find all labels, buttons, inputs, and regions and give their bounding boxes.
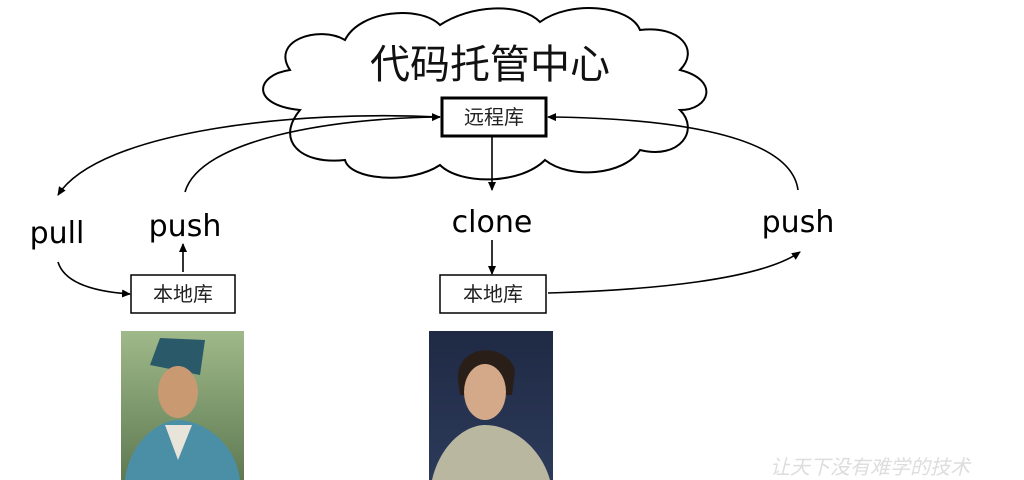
remote-repo-label: 远程库 — [464, 105, 524, 129]
pull-to-local-arrow — [57, 261, 131, 298]
right-user-photo — [429, 331, 553, 480]
push-left-label: push — [149, 209, 222, 244]
left-local-repo-box[interactable] — [130, 274, 236, 314]
push-left-arrow — [184, 113, 441, 193]
left-user-photo — [121, 331, 244, 480]
right-local-repo-label: 本地库 — [463, 282, 523, 306]
local-to-push-right-arrow — [547, 251, 801, 294]
cloud-title: 代码托管中心 — [370, 42, 610, 88]
remote-repo-box[interactable] — [440, 96, 548, 138]
clone-label: clone — [452, 205, 533, 240]
right-local-repo-box[interactable] — [439, 274, 547, 314]
push-right-label: push — [762, 205, 835, 240]
left-local-repo-label: 本地库 — [153, 282, 213, 306]
watermark: 让天下没有难学的技术 — [770, 455, 972, 479]
cloud-shape — [262, 7, 708, 181]
pull-label: pull — [30, 216, 85, 251]
push-right-arrow — [547, 113, 799, 191]
pull-arrow — [57, 114, 441, 196]
